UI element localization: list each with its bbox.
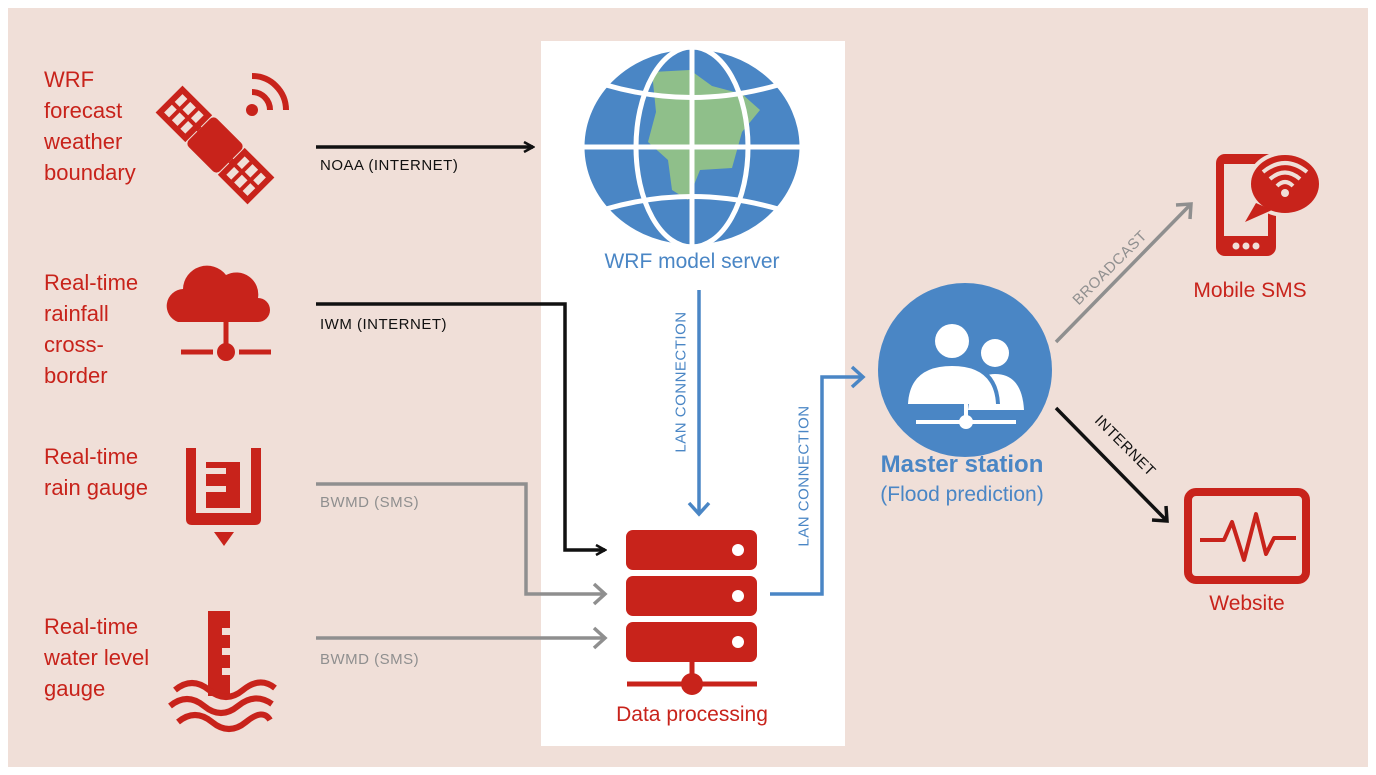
lan-master-arrow: [770, 375, 862, 596]
master-station-subtitle: (Flood prediction): [880, 483, 1044, 506]
source-label-wrf: WRF forecast weather boundary: [44, 67, 136, 185]
server-stack-icon: [626, 530, 757, 695]
monitor-pulse-icon: [1184, 488, 1310, 584]
wrf-server-label: WRF model server: [604, 250, 780, 273]
water-level-gauge-icon: [168, 611, 277, 732]
bwmd-rain-arrow: [316, 482, 605, 596]
source-label-rain-gauge: Real-time rain gauge: [44, 444, 148, 500]
source-label-water-level: Real-time water level gauge: [44, 614, 150, 701]
edge-label-iwm: IWM (INTERNET): [320, 316, 447, 333]
edge-label-noaa: NOAA (INTERNET): [320, 157, 459, 174]
cloud-network-icon: [166, 265, 271, 361]
internet-arrow: [1054, 406, 1168, 522]
broadcast-arrow: [1054, 203, 1192, 344]
edge-label-bwmd-water: BWMD (SMS): [320, 651, 420, 668]
rain-gauge-icon: [186, 448, 261, 546]
master-station-title: Master station: [880, 451, 1044, 478]
users-icon: [878, 283, 1052, 457]
edge-label-lan-master: LAN CONNECTION: [795, 405, 813, 547]
mobile-phone-icon: [1216, 151, 1323, 256]
website-label: Website: [1209, 592, 1285, 615]
edge-label-lan-server: LAN CONNECTION: [672, 311, 690, 453]
satellite-icon: [155, 73, 289, 205]
globe-icon: [579, 44, 805, 250]
mobile-sms-label: Mobile SMS: [1193, 279, 1307, 302]
iwm-arrow: [316, 302, 605, 550]
edge-label-bwmd-rain: BWMD (SMS): [320, 494, 420, 511]
data-processing-label: Data processing: [616, 703, 768, 726]
source-label-rainfall: Real-time rainfall cross- border: [44, 270, 139, 388]
